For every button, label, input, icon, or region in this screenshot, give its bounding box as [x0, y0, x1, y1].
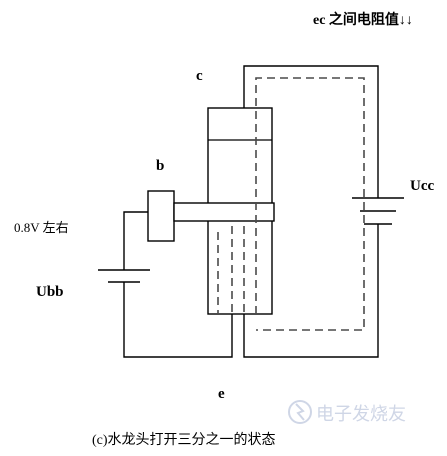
current-path-collector: [255, 77, 365, 331]
caption-label: (c)水龙头打开三分之一的状态: [92, 431, 276, 448]
collector-label: c: [196, 68, 203, 84]
spark-logo-icon: [288, 400, 312, 424]
base-wire: [123, 211, 148, 270]
emitter-label: e: [218, 386, 225, 402]
emitter-wire: [243, 224, 379, 358]
ucc-label: Ucc: [410, 178, 434, 194]
watermark-text: 电子发烧友: [316, 404, 406, 425]
base-label: b: [156, 158, 164, 174]
collector-wire: [243, 65, 379, 198]
voltage-label: 0.8V 左右: [14, 220, 69, 235]
ubb-label: Ubb: [36, 284, 64, 300]
base-block: [147, 190, 175, 242]
base-bar: [173, 202, 275, 222]
top-note-label: ec 之间电阻值↓↓: [313, 11, 413, 28]
base-return-wire: [123, 282, 233, 358]
